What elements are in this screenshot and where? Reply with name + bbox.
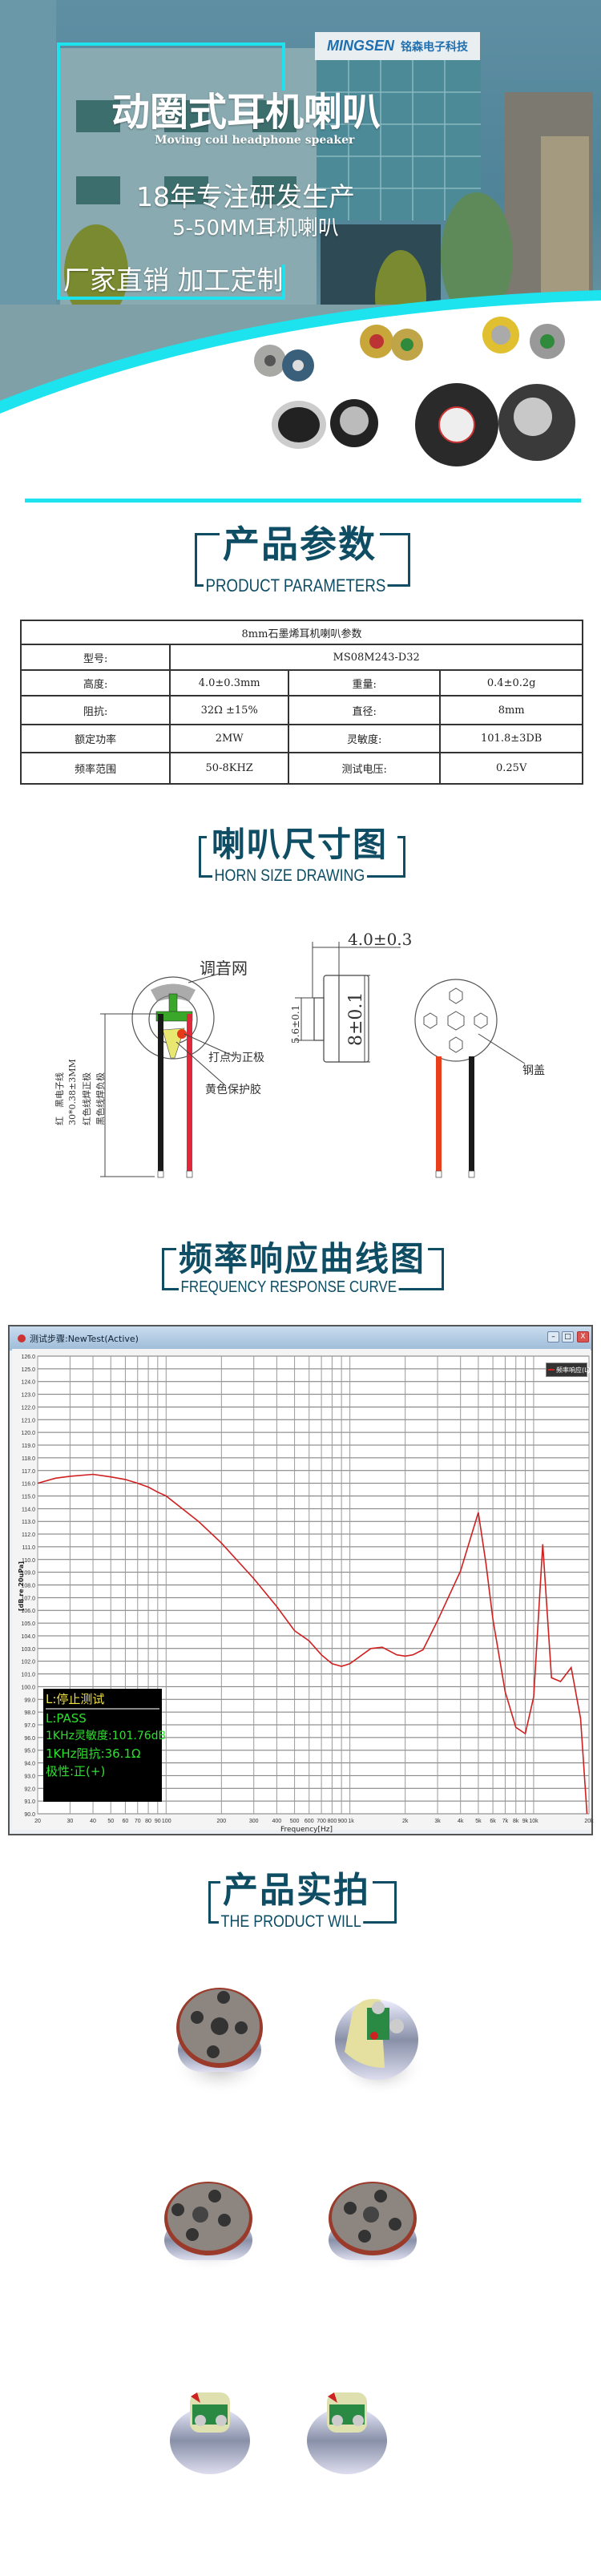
photo-speaker-front [171, 1988, 268, 2096]
logo-company: 铭森电子科技 [401, 40, 468, 54]
cell-value: 2MW [169, 724, 290, 753]
test-status: L:停止测试 [46, 1690, 159, 1710]
cell-label: 测试电压: [288, 752, 442, 785]
positive-dot [177, 1029, 187, 1039]
test-result: L:PASS [46, 1711, 87, 1726]
cell-value: 50-8KHZ [169, 752, 290, 785]
wire-note: 红 黑电子线 [54, 1072, 65, 1125]
curve-subheading: FREQUENCY RESPONSE CURVE [179, 1278, 399, 1297]
frame-edge [282, 264, 285, 300]
title-frame [57, 42, 285, 300]
tuning-mesh [151, 983, 196, 1002]
hero-tagline-3: 厂家直销 加工定制 [63, 264, 284, 296]
params-heading: 产品参数 [223, 523, 377, 566]
cell-value: 8mm [439, 695, 583, 725]
cell-value: 0.4±0.2g [439, 669, 583, 696]
table-row: 型号:MS08M243-D32 [19, 644, 583, 671]
close-button[interactable]: X [577, 1331, 589, 1343]
photo-speaker-back [335, 1999, 425, 2096]
cell-label: 高度: [19, 669, 171, 696]
photo-speaker-terminal [307, 2392, 387, 2474]
diameter-dimension: 8±0.1 [346, 991, 366, 1046]
maximize-button[interactable]: □ [562, 1331, 574, 1343]
cell-label: 重量: [288, 669, 442, 696]
side-view [313, 975, 369, 1063]
hero-subtitle: Moving coil headphone speaker [155, 134, 355, 147]
cell-label: 型号: [19, 644, 171, 671]
cell-label: 灵敏度: [288, 724, 442, 753]
cell-label: 频率范围 [19, 752, 171, 785]
window-titlebar[interactable]: 测试步骤:NewTest(Active) [10, 1326, 591, 1351]
positive-dot-label: 打点为正极 [208, 1052, 264, 1064]
product-showcase [0, 290, 601, 497]
hero-tagline-2: 5-50MM耳机喇叭 [172, 216, 339, 240]
cell-value: 4.0±0.3mm [169, 669, 290, 696]
drawing-heading: 喇叭尺寸图 [212, 825, 389, 864]
frame-edge [282, 42, 285, 91]
bracket-tick [397, 836, 405, 838]
back-view [414, 979, 526, 1178]
logo-brand: MINGSEN [326, 38, 394, 54]
cell-value: 101.8±3DB [439, 724, 583, 753]
legend-label: 频率响应(L) [556, 1366, 591, 1374]
steel-cover-label: 钢盖 [522, 1064, 545, 1077]
product-photos [160, 1988, 425, 2474]
legend-swatch [548, 1369, 555, 1371]
test-impedance: 1KHz阻抗:36.1Ω [46, 1746, 141, 1761]
cell-value: 32Ω ±15% [169, 695, 290, 725]
params-table: 8mm石墨烯耳机喇叭参数 型号:MS08M243-D32 高度:4.0±0.3m… [19, 620, 583, 785]
bracket-tick [199, 836, 207, 838]
hero-tagline-1: 18年专注研发生产 [136, 181, 355, 212]
wire-note: 30*0.38±3MM [67, 1059, 78, 1125]
params-subheading: PRODUCT PARAMETERS [204, 575, 388, 596]
chart-legend: 频率响应(L) [546, 1363, 591, 1377]
height-dimension: 4.0±0.3 [348, 930, 413, 949]
test-result-box: L:停止测试 L:PASS 1KHz灵敏度:101.76dB 1KHz阻抗:36… [43, 1689, 167, 1802]
cell-value: 0.25V [439, 752, 583, 785]
y-axis-title: [dB re 20uPa] [18, 1561, 25, 1611]
divider-line [25, 499, 581, 503]
window-title: 测试步骤:NewTest(Active) [30, 1334, 139, 1344]
cell-label: 额定功率 [19, 724, 171, 753]
test-polarity: 极性:正(+) [46, 1764, 106, 1779]
inner-dimension: 5.6±0.1 [290, 1004, 301, 1044]
horn-size-drawing [100, 942, 526, 1178]
red-wire [187, 1014, 192, 1174]
photos-heading: 产品实拍 [223, 1870, 370, 1911]
photo-speaker-terminal [170, 2392, 250, 2474]
table-row: 阻抗:32Ω ±15%直径:8mm [19, 695, 583, 725]
x-axis-title: Frequency[Hz] [280, 1826, 333, 1834]
table-caption: 8mm石墨烯耳机喇叭参数 [20, 620, 583, 645]
hero-title: 动圈式耳机喇叭 [111, 90, 381, 135]
mesh-label: 调音网 [200, 959, 248, 978]
drawing-subheading: HORN SIZE DRAWING [212, 866, 367, 886]
yellow-glue-label: 黄色保护胶 [205, 1084, 261, 1096]
test-sensitivity: 1KHz灵敏度:101.76dB [46, 1730, 167, 1742]
cell-label: 直径: [288, 695, 442, 725]
company-logo-sign: MINGSEN 铭森电子科技 [315, 32, 480, 60]
photos-subheading: THE PRODUCT WILL [219, 1912, 364, 1932]
cell-label: 阻抗: [19, 695, 171, 725]
black-wire [158, 1014, 163, 1174]
app-icon [18, 1334, 26, 1343]
product-speakers [254, 317, 575, 466]
cell-value: MS08M243-D32 [169, 644, 583, 671]
wire-note: 黑色线焊负极 [95, 1072, 106, 1125]
minimize-button[interactable]: – [547, 1331, 559, 1343]
photo-speaker-front [325, 2182, 421, 2272]
curve-heading: 频率响应曲线图 [179, 1239, 426, 1278]
wire-note: 红色线焊正极 [82, 1072, 92, 1125]
photo-speaker-front [160, 2182, 256, 2272]
hero-banner: MINGSEN 铭森电子科技 动圈式耳机喇叭 Moving coil headp… [0, 0, 601, 497]
